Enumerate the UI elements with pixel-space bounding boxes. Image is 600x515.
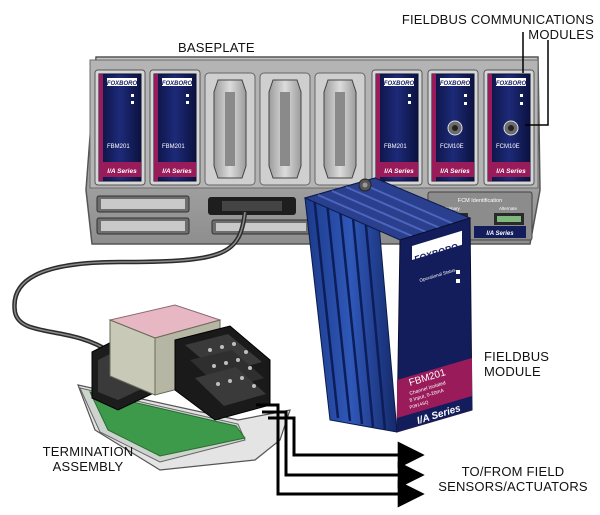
module-brand: FOXBORO bbox=[440, 81, 471, 87]
module-series: I/A Series bbox=[440, 168, 470, 175]
termination-assembly-label: TERMINATION ASSEMBLY bbox=[42, 444, 134, 474]
baseplate-module-5: FOXBORO FCM10E I/A Series bbox=[483, 69, 535, 186]
fcm-panel-title: FCM Identification bbox=[458, 198, 502, 204]
empty-slots bbox=[204, 72, 366, 186]
termination-assembly bbox=[77, 304, 291, 471]
fcm-bracket bbox=[525, 40, 549, 126]
baseplate-label: BASEPLATE bbox=[178, 40, 255, 55]
field-arrow-3 bbox=[256, 403, 425, 508]
module-series: I/A Series bbox=[162, 168, 192, 175]
field-wiring bbox=[256, 403, 425, 508]
module-brand: FOXBORO bbox=[107, 81, 138, 87]
fcm-panel-right: Alternate bbox=[499, 206, 518, 211]
module-model: FBM201 bbox=[107, 144, 130, 150]
module-model: FCM10E bbox=[496, 144, 520, 150]
module-brand: FOXBORO bbox=[496, 81, 527, 87]
fieldbus-module: FOXBORO Operational Status FBM201 Channe… bbox=[303, 177, 473, 433]
module-brand: FOXBORO bbox=[162, 81, 193, 87]
fieldbus-module-label: FIELDBUS MODULE bbox=[484, 349, 550, 379]
module-model: FCM10E bbox=[440, 144, 464, 150]
field-arrow-1 bbox=[268, 416, 425, 469]
fcm-panel-series: I/A Series bbox=[486, 231, 514, 237]
large-module-part: P0914SQ bbox=[409, 399, 430, 410]
module-series: I/A Series bbox=[496, 168, 526, 175]
module-model: FBM201 bbox=[162, 144, 185, 150]
fcm-label: FIELDBUS COMMUNICATIONS MODULES bbox=[401, 12, 594, 42]
field-arrow-2 bbox=[262, 410, 425, 489]
module-brand: FOXBORO bbox=[384, 81, 415, 87]
module-model: FBM201 bbox=[384, 144, 407, 150]
field-devices-label: TO/FROM FIELD SENSORS/ACTUATORS bbox=[438, 464, 588, 494]
fcm-panel-left: Primary bbox=[444, 206, 460, 211]
baseplate-module-4: FOXBORO FCM10E I/A Series bbox=[427, 69, 479, 186]
module-series: I/A Series bbox=[384, 168, 414, 175]
module-series: I/A Series bbox=[107, 168, 137, 175]
